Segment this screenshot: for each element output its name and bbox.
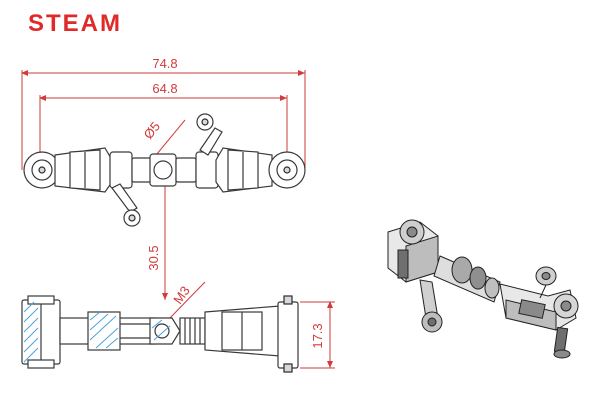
side-height-label: 17.3 bbox=[310, 323, 325, 348]
dimension-height: 30.5 bbox=[146, 164, 168, 300]
dimension-pin-span: 64.8 bbox=[39, 81, 288, 165]
thread-label: M3 bbox=[170, 283, 193, 306]
steam-logo: STEAM bbox=[28, 10, 122, 37]
section-hatching-left bbox=[23, 301, 39, 363]
dimension-thread: M3 bbox=[167, 281, 206, 321]
section-hatching-center bbox=[89, 311, 119, 349]
top-view bbox=[23, 113, 306, 227]
isometric-view bbox=[387, 219, 579, 359]
section-hatching-ball bbox=[151, 319, 171, 341]
ball-diameter-label: Ø5 bbox=[141, 119, 163, 142]
dimension-side-height: 17.3 bbox=[300, 301, 335, 369]
side-section-view bbox=[21, 295, 299, 373]
pin-span-label: 64.8 bbox=[152, 81, 177, 96]
height-label: 30.5 bbox=[146, 245, 161, 270]
overall-length-label: 74.8 bbox=[152, 56, 177, 71]
dimension-overall-length: 74.8 bbox=[21, 56, 306, 170]
